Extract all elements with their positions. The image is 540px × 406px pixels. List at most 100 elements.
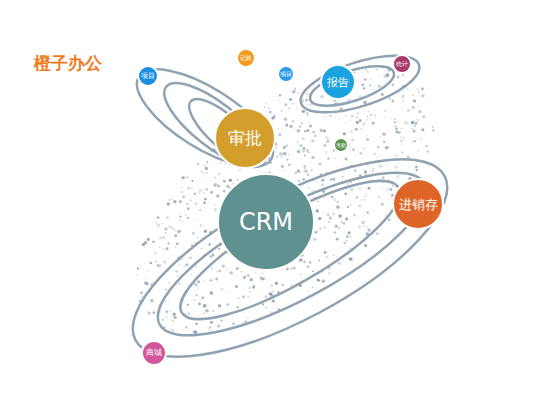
particle-dot [173, 200, 176, 203]
particle-dot [279, 94, 282, 97]
particle-dot [373, 113, 375, 115]
particle-dot [363, 148, 365, 150]
particle-dot [401, 108, 402, 109]
circle-fill [237, 49, 255, 67]
particle-dot [297, 141, 299, 143]
particle-dot [302, 110, 305, 113]
particle-dot [271, 311, 273, 313]
particle-dot [385, 146, 388, 149]
particle-dot [288, 163, 291, 166]
particle-dot [292, 90, 295, 93]
particle-dot [211, 252, 214, 255]
particle-dot [394, 125, 397, 128]
particle-dot [311, 156, 314, 159]
particle-dot [363, 198, 365, 200]
particle-dot [214, 177, 216, 179]
particle-dot [335, 225, 338, 228]
particle-dot [187, 217, 189, 219]
particle-dot [364, 195, 366, 197]
particle-dot [194, 220, 196, 222]
particle-dot [275, 147, 277, 149]
particle-dot [188, 312, 191, 315]
particle-dot [183, 265, 185, 267]
particle-dot [414, 122, 417, 125]
node-label: 考勤 [336, 143, 346, 148]
circle-fill [393, 55, 411, 73]
particle-dot [336, 205, 339, 208]
particle-dot [361, 83, 364, 86]
particle-dot [383, 187, 384, 188]
particle-dot [330, 115, 332, 117]
particle-dot [281, 110, 283, 112]
particle-dot [179, 200, 182, 203]
particle-dot [238, 169, 241, 172]
particle-dot [210, 279, 212, 281]
particle-dot [140, 291, 143, 294]
particle-dot [173, 229, 174, 230]
particle-dot [207, 161, 209, 163]
particle-dot [229, 179, 232, 182]
particle-dot [296, 108, 297, 109]
particle-dot [208, 326, 211, 329]
particle-dot [312, 131, 315, 134]
particle-dot [382, 176, 385, 179]
particle-dot [218, 247, 221, 250]
particle-dot [308, 174, 310, 176]
particle-dot [391, 118, 392, 119]
particle-dot [201, 248, 202, 249]
particle-dot [400, 139, 403, 142]
circle-fill [278, 66, 294, 82]
title: 橙子办公 [34, 52, 102, 75]
particle-dot [412, 129, 415, 132]
particle-dot [295, 129, 296, 130]
particle-dot [247, 296, 250, 299]
particle-dot [398, 132, 400, 134]
particle-dot [195, 265, 197, 267]
particle-dot [347, 183, 349, 185]
particle-dot [323, 144, 326, 147]
particle-dot [174, 234, 177, 237]
particle-dot [365, 226, 367, 228]
particle-dot [364, 216, 365, 217]
particle-dot [309, 124, 312, 127]
particle-dot [297, 179, 300, 182]
particle-dot [242, 295, 245, 298]
particle-dot [300, 144, 303, 147]
particle-dot [195, 276, 196, 277]
particle-dot [333, 198, 336, 201]
particle-dot [290, 267, 293, 270]
particle-dot [326, 256, 328, 258]
node-circle: 记账 [236, 48, 256, 68]
particle-dot [272, 299, 275, 302]
particle-dot [363, 127, 364, 128]
particle-dot [351, 115, 354, 118]
particle-dot [289, 125, 292, 128]
particle-dot [356, 116, 358, 118]
particle-dot [269, 111, 272, 114]
particle-dot [282, 155, 284, 157]
particle-dot [172, 329, 174, 331]
particle-dot [265, 172, 266, 173]
particle-dot [327, 138, 329, 140]
particle-dot [199, 188, 202, 191]
circle-fill [393, 179, 443, 229]
particle-dot [342, 222, 345, 225]
node-circle: CRM [217, 173, 315, 271]
particle-dot [282, 284, 284, 286]
particle-dot [325, 151, 327, 153]
particle-dot [314, 157, 315, 158]
particle-dot [337, 201, 339, 203]
particle-dot [190, 274, 192, 276]
particle-dot [275, 282, 278, 285]
particle-dot [181, 221, 183, 223]
particle-dot [379, 136, 381, 138]
particle-dot [385, 215, 386, 216]
particle-dot [304, 167, 306, 169]
particle-dot [244, 276, 246, 278]
particle-dot [297, 169, 300, 172]
particle-dot [364, 170, 367, 173]
particle-dot [350, 148, 351, 149]
particle-dot [193, 330, 196, 333]
particle-dot [200, 171, 202, 173]
circle-fill [334, 138, 348, 152]
